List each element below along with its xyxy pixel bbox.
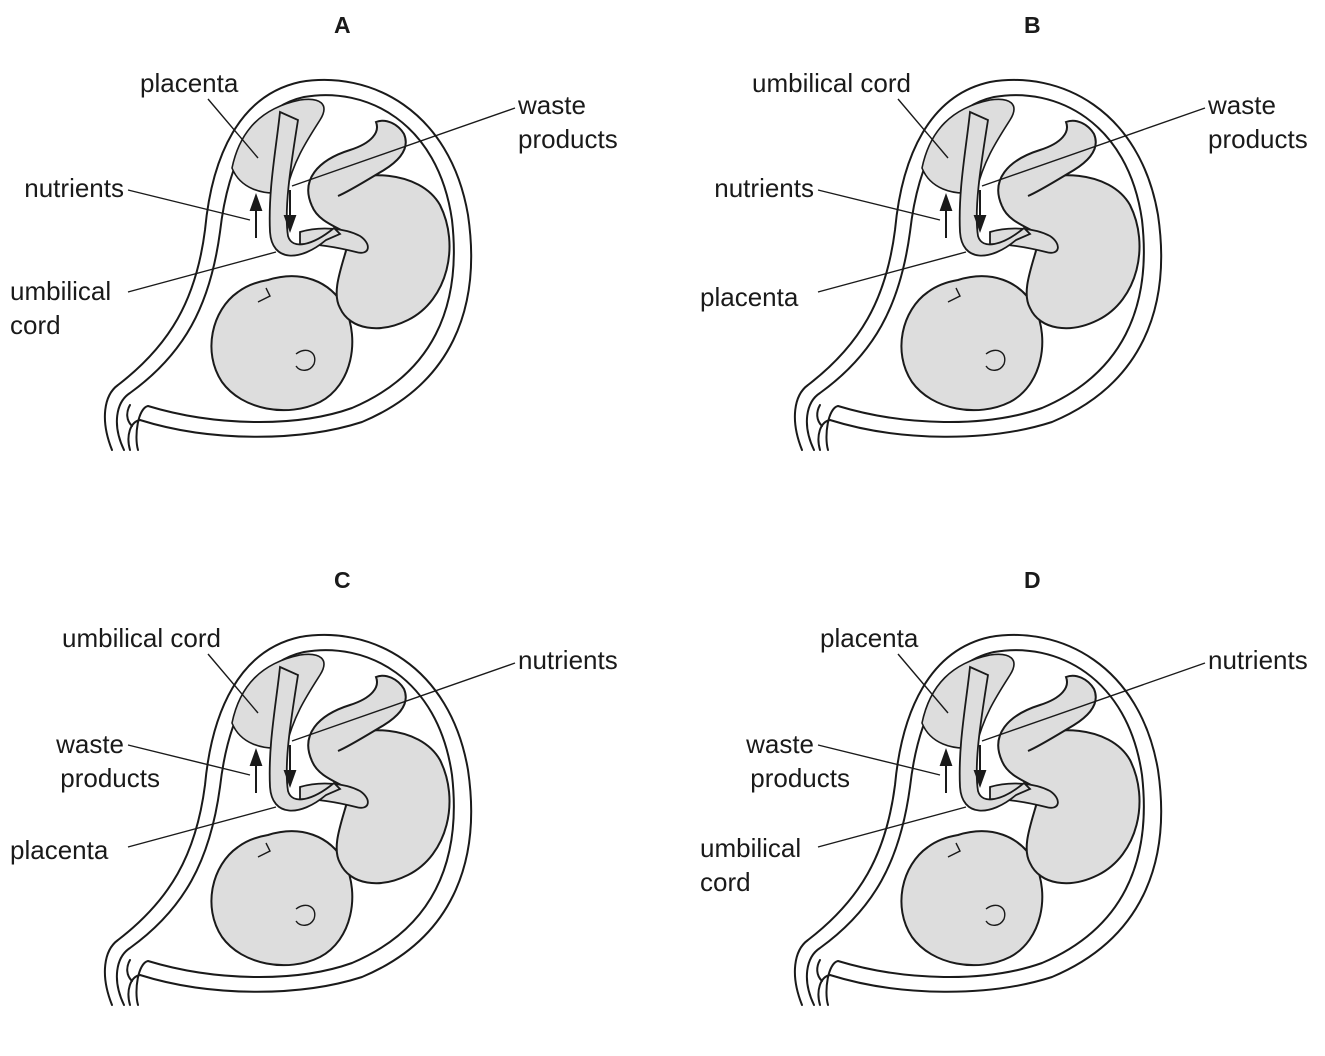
option-a-diagram: A placenta waste products nutrients umbi… xyxy=(0,0,662,501)
label-left2-line1: umbilical xyxy=(700,831,801,865)
label-left1-line2: products xyxy=(690,761,850,795)
option-b-diagram: B umbilical cord waste products nutrient… xyxy=(690,0,1325,501)
label-top: placenta xyxy=(820,621,918,655)
label-left2-line2: cord xyxy=(10,308,61,342)
label-right-line1: nutrients xyxy=(1208,643,1308,677)
label-left1-line1: nutrients xyxy=(690,171,814,205)
fetus-in-uterus-illustration xyxy=(690,555,1325,1056)
fetus-head xyxy=(901,831,1042,965)
label-right-line1: waste xyxy=(1208,88,1276,122)
option-letter: D xyxy=(1024,567,1041,594)
arrow-up-icon xyxy=(941,196,951,238)
fetus-in-uterus-illustration xyxy=(0,0,662,501)
label-left2-line1: placenta xyxy=(10,833,108,867)
fetus-head xyxy=(901,276,1042,410)
label-right-line1: nutrients xyxy=(518,643,618,677)
label-right-line2: products xyxy=(518,122,618,156)
label-left2-line1: umbilical xyxy=(10,274,111,308)
label-left1-line1: waste xyxy=(690,727,814,761)
label-left1-line1: nutrients xyxy=(0,171,124,205)
fetus-head xyxy=(211,831,352,965)
leader-line-left1 xyxy=(818,190,940,220)
option-d-diagram: D placenta nutrients waste products umbi… xyxy=(690,555,1325,1056)
label-top: placenta xyxy=(140,66,238,100)
option-letter: C xyxy=(334,567,351,594)
label-left1-line2: products xyxy=(0,761,160,795)
arrow-up-icon xyxy=(251,751,261,793)
option-letter: B xyxy=(1024,12,1041,39)
leader-line-right xyxy=(982,108,1205,186)
label-left2-line1: placenta xyxy=(700,280,798,314)
leader-line-right xyxy=(292,663,515,741)
label-top: umbilical cord xyxy=(62,621,221,655)
leader-line-right xyxy=(982,663,1205,741)
option-letter: A xyxy=(334,12,351,39)
arrow-up-icon xyxy=(251,196,261,238)
label-top: umbilical cord xyxy=(752,66,911,100)
arrow-up-icon xyxy=(941,751,951,793)
option-c-diagram: C umbilical cord nutrients waste product… xyxy=(0,555,662,1056)
label-left2-line2: cord xyxy=(700,865,751,899)
label-right-line2: products xyxy=(1208,122,1308,156)
fetus-head xyxy=(211,276,352,410)
leader-line-left1 xyxy=(128,190,250,220)
leader-line-right xyxy=(292,108,515,186)
label-right-line1: waste xyxy=(518,88,586,122)
label-left1-line1: waste xyxy=(0,727,124,761)
